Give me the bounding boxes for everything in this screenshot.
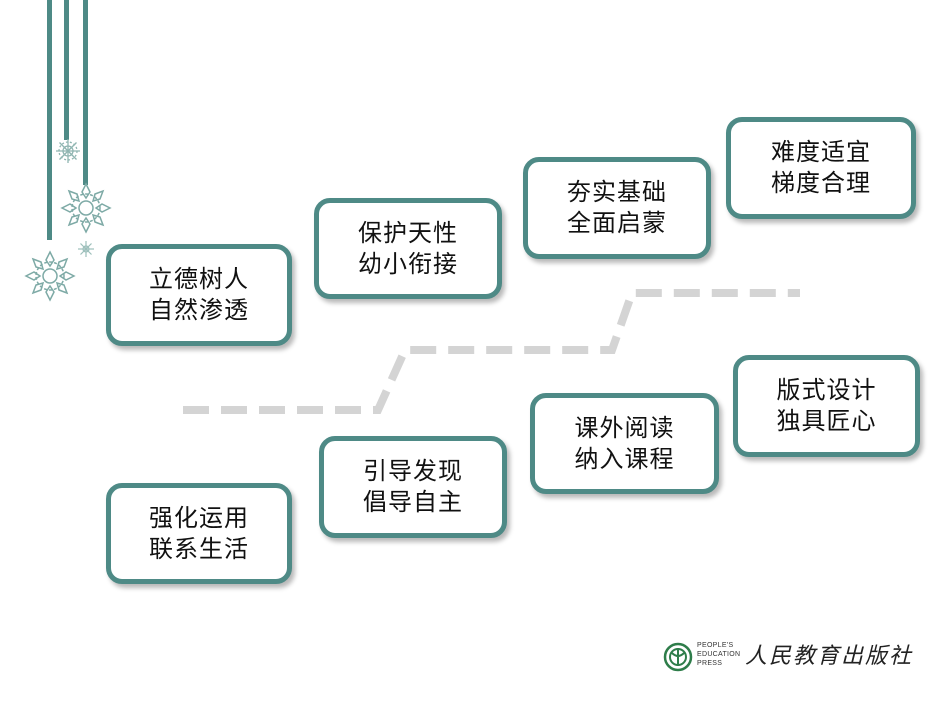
principle-box-4: 难度适宜 梯度合理 xyxy=(726,117,916,219)
decor-line-left xyxy=(47,0,52,240)
principle-box-7: 课外阅读 纳入课程 xyxy=(530,393,719,494)
pep-emblem-icon xyxy=(663,642,693,672)
principle-box-2: 保护天性 幼小衔接 xyxy=(314,198,502,299)
box-line-2: 梯度合理 xyxy=(771,169,871,197)
box-line-1: 引导发现 xyxy=(363,457,463,485)
box-line-1: 强化运用 xyxy=(149,503,249,532)
box-line-2: 全面启蒙 xyxy=(567,209,667,237)
principle-box-8: 版式设计 独具匠心 xyxy=(733,355,920,457)
principle-box-3: 夯实基础 全面启蒙 xyxy=(523,157,711,259)
publisher-logo: PEOPLE'S EDUCATION PRESS 人民教育出版社 xyxy=(663,636,911,680)
box-line-1: 版式设计 xyxy=(776,376,877,404)
box-line-1: 立德树人 xyxy=(149,265,249,293)
snowflake-ornament-icon xyxy=(56,139,80,163)
box-line-1: 保护天性 xyxy=(358,218,458,247)
snowflake-ornament-icon xyxy=(24,250,76,302)
principle-box-1: 立德树人 自然渗透 xyxy=(106,244,292,346)
snowflake-ornament-icon xyxy=(78,241,94,257)
box-line-2: 自然渗透 xyxy=(149,296,249,324)
principle-box-5: 强化运用 联系生活 xyxy=(106,483,292,584)
box-line-1: 难度适宜 xyxy=(771,138,871,166)
logo-english-line: EDUCATION xyxy=(697,651,741,658)
box-line-2: 独具匠心 xyxy=(776,407,877,435)
snowflake-ornament-icon xyxy=(60,182,112,234)
box-line-2: 纳入课程 xyxy=(574,444,675,473)
box-line-1: 夯实基础 xyxy=(567,178,667,206)
logo-chinese-text: 人民教育出版社 xyxy=(745,644,914,669)
decor-line-right xyxy=(83,0,88,185)
principle-box-6: 引导发现 倡导自主 xyxy=(319,436,507,538)
box-line-2: 联系生活 xyxy=(149,534,249,563)
logo-english-text: PEOPLE'S EDUCATION PRESS xyxy=(697,641,740,668)
box-line-2: 倡导自主 xyxy=(363,488,463,516)
logo-english-line: PRESS xyxy=(697,660,723,667)
box-line-2: 幼小衔接 xyxy=(358,249,458,278)
logo-english-line: PEOPLE'S xyxy=(697,642,734,649)
box-line-1: 课外阅读 xyxy=(574,413,675,442)
decor-line-middle xyxy=(64,0,69,140)
